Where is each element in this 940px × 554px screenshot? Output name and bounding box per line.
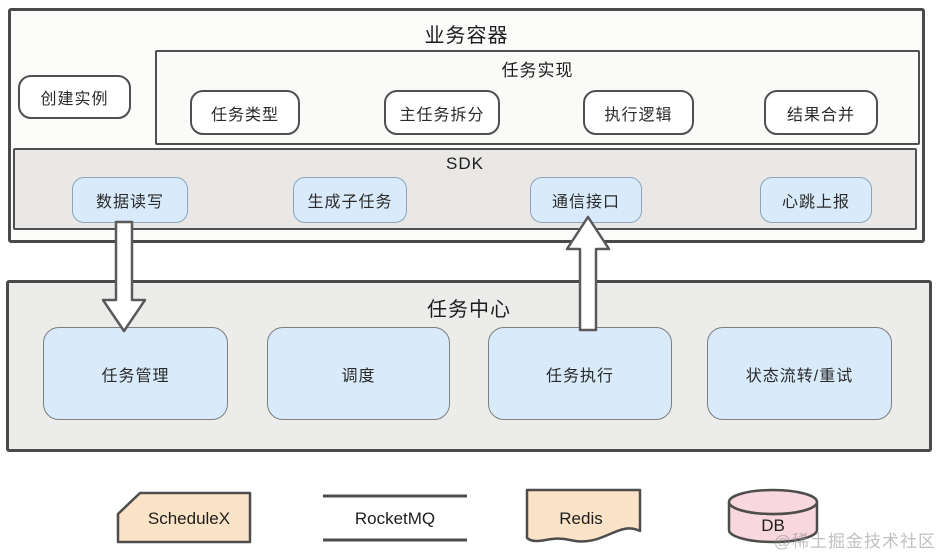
redis-shape — [525, 488, 642, 543]
rocketmq-label: RocketMQ — [355, 509, 435, 528]
sdk-title: SDK — [446, 154, 484, 173]
redis-label: Redis — [559, 509, 602, 528]
gen-subtask-node: 生成子任务 — [293, 177, 407, 223]
schedulex-shape — [116, 491, 252, 544]
task-exec-node: 任务执行 — [488, 327, 672, 420]
heartbeat-node: 心跳上报 — [760, 177, 872, 223]
create-instance-node: 创建实例 — [18, 75, 131, 119]
data-rw-node: 数据读写 — [72, 177, 188, 223]
schedulex-label: ScheduleX — [148, 509, 230, 528]
watermark: @稀土掘金技术社区 — [773, 532, 936, 551]
task-type-node: 任务类型 — [190, 90, 300, 135]
comm-interface-node: 通信接口 — [530, 177, 642, 223]
state-retry-node: 状态流转/重试 — [707, 327, 892, 420]
result-merge-node: 结果合并 — [764, 90, 878, 135]
schedule-node: 调度 — [267, 327, 450, 420]
main-task-split-node: 主任务拆分 — [384, 90, 500, 135]
task-impl-title: 任务实现 — [501, 61, 574, 80]
exec-logic-node: 执行逻辑 — [583, 90, 694, 135]
task-manage-node: 任务管理 — [43, 327, 228, 420]
db-cylinder-top — [727, 488, 819, 516]
business-container-title: 业务容器 — [424, 25, 509, 47]
task-center-title: 任务中心 — [427, 299, 511, 321]
